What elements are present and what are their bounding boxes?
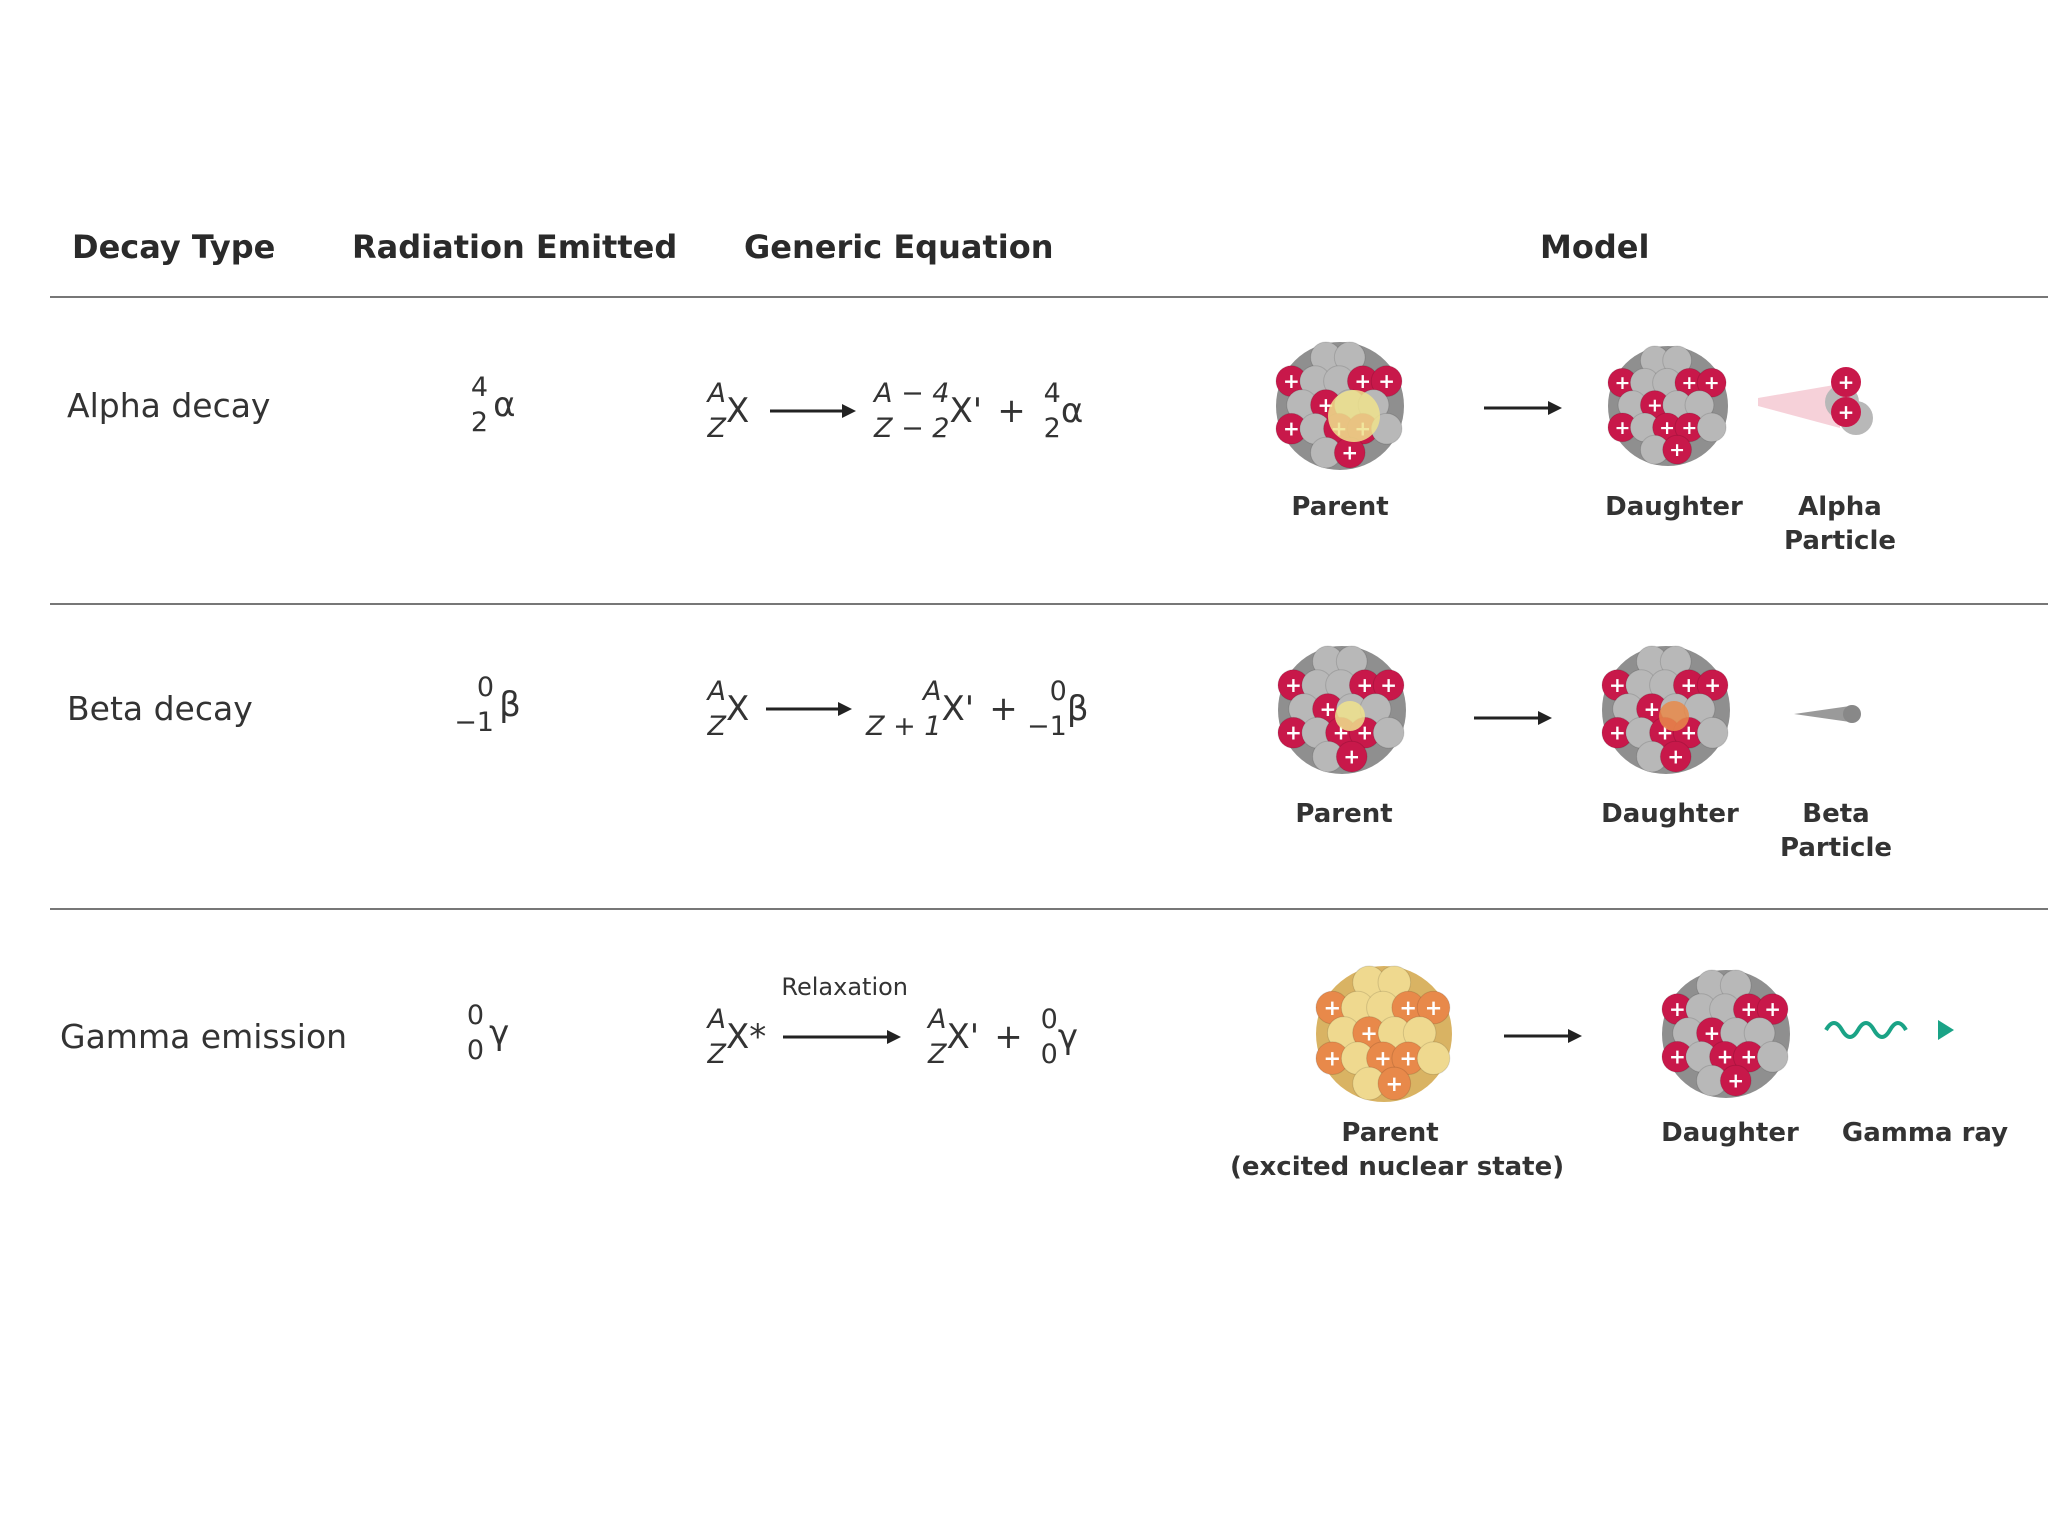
svg-text:+: + (1425, 996, 1443, 1020)
svg-text:+: + (1378, 369, 1395, 393)
relaxation-label: Relaxation (781, 973, 909, 1001)
decay-type-alpha: Alpha decay (67, 386, 271, 425)
svg-text:+: + (1669, 997, 1686, 1021)
svg-text:+: + (1740, 997, 1757, 1021)
header-model: Model (1540, 228, 1650, 266)
row-divider-1 (50, 603, 2048, 605)
alpha-parent-nucleus: ++++++++ (1275, 341, 1404, 470)
svg-text:+: + (1717, 1045, 1734, 1069)
svg-text:+: + (1614, 372, 1630, 394)
svg-text:+: + (1727, 1069, 1744, 1093)
svg-text:+: + (1680, 673, 1697, 697)
svg-text:+: + (1320, 697, 1337, 721)
svg-text:+: + (1354, 369, 1371, 393)
svg-text:+: + (1659, 417, 1675, 439)
svg-text:+: + (1399, 1047, 1417, 1071)
svg-text:+: + (1356, 673, 1373, 697)
svg-text:+: + (1285, 721, 1302, 745)
radiation-beta: 0−1 β (454, 672, 521, 738)
svg-text:+: + (1669, 1045, 1686, 1069)
header-radiation-emitted: Radiation Emitted (352, 228, 678, 266)
svg-text:+: + (1283, 369, 1300, 393)
decay-type-beta: Beta decay (67, 689, 253, 728)
svg-text:+: + (1283, 417, 1300, 441)
svg-text:+: + (1614, 417, 1630, 439)
arrow-icon (1504, 1029, 1582, 1043)
decay-type-gamma: Gamma emission (60, 1017, 348, 1056)
alpha-daughter-label: Daughter (1605, 492, 1743, 522)
row-divider-2 (50, 908, 2048, 910)
gamma-ray-label: Gamma ray (1841, 1118, 2009, 1148)
beta-parent-label: Parent (1295, 799, 1393, 829)
svg-text:+: + (1285, 673, 1302, 697)
alpha-model-diagram: ++++++++ ++++++++ + + (1275, 341, 1873, 470)
svg-text:+: + (1343, 745, 1360, 769)
beta-daughter-nucleus: ++++++++ (1601, 645, 1730, 774)
svg-text:+: + (1764, 997, 1781, 1021)
alpha-particle-icon: + + (1758, 367, 1873, 435)
header-generic-equation: Generic Equation (744, 228, 1054, 266)
gamma-parent-label: Parent(excited nuclear state) (1230, 1118, 1565, 1182)
alpha-daughter-nucleus: ++++++++ (1607, 345, 1728, 466)
svg-text:+: + (1380, 673, 1397, 697)
svg-text:+: + (1669, 439, 1685, 461)
beta-daughter-label: Daughter (1601, 799, 1739, 829)
header-divider (50, 296, 2048, 298)
svg-text:+: + (1647, 395, 1663, 417)
svg-text:+: + (1838, 370, 1855, 394)
beta-parent-nucleus: ++++++++ (1277, 645, 1406, 774)
gamma-model-diagram: ++++++++ ++++++++ (1315, 965, 1954, 1102)
svg-text:+: + (1704, 673, 1721, 697)
svg-text:+: + (1644, 697, 1661, 721)
svg-text:+: + (1704, 1021, 1721, 1045)
arrow-icon (1484, 401, 1562, 415)
svg-text:+: + (1374, 1047, 1392, 1071)
svg-text:+: + (1360, 1021, 1378, 1045)
alpha-parent-label: Parent (1291, 492, 1389, 522)
svg-text:+: + (1609, 673, 1626, 697)
svg-text:+: + (1681, 372, 1697, 394)
svg-text:+: + (1667, 745, 1684, 769)
svg-text:+: + (1356, 721, 1373, 745)
svg-text:+: + (1681, 417, 1697, 439)
svg-text:+: + (1838, 400, 1855, 424)
gamma-ray-icon (1824, 1020, 1954, 1040)
svg-text:+: + (1609, 721, 1626, 745)
svg-text:+: + (1680, 721, 1697, 745)
svg-text:+: + (1399, 996, 1417, 1020)
header-decay-type: Decay Type (72, 228, 276, 266)
gamma-daughter-label: Daughter (1661, 1118, 1799, 1148)
svg-text:+: + (1324, 1047, 1342, 1071)
beta-particle-icon (1794, 705, 1861, 723)
svg-text:+: + (1704, 372, 1720, 394)
svg-text:+: + (1324, 996, 1342, 1020)
gamma-parent-nucleus: ++++++++ (1315, 965, 1452, 1102)
beta-model-diagram: ++++++++ ++++++++ (1277, 645, 1861, 774)
gamma-daughter-nucleus: ++++++++ (1661, 969, 1790, 1098)
arrow-icon (1474, 711, 1552, 725)
svg-text:+: + (1341, 441, 1358, 465)
svg-text:+: + (1740, 1045, 1757, 1069)
svg-text:+: + (1386, 1072, 1404, 1096)
